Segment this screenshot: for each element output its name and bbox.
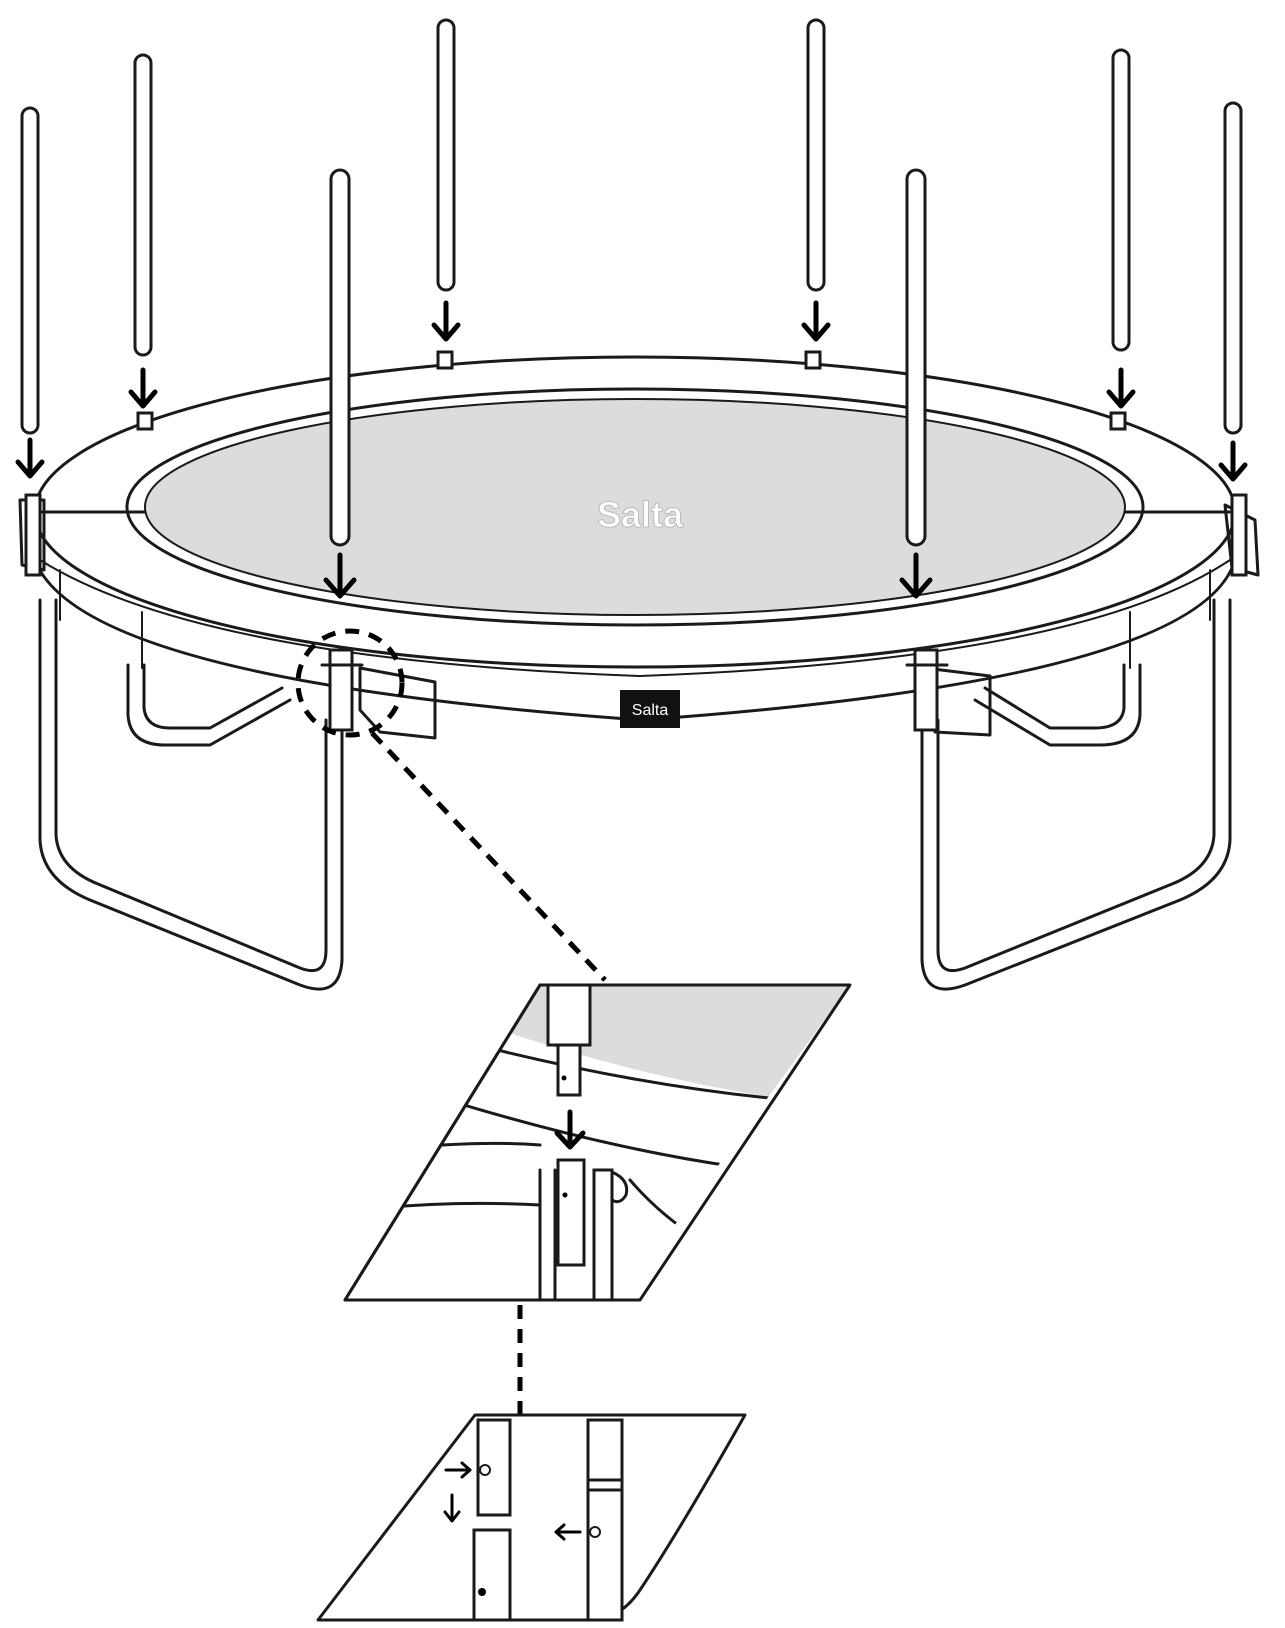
detail-view-pin-alignment <box>316 1413 747 1622</box>
pad-brand-label: Salta <box>620 690 680 728</box>
pole-sockets <box>24 350 1248 732</box>
trampoline-legs <box>38 598 1232 991</box>
trampoline-frame <box>33 355 1237 722</box>
mat-logo: Salta <box>597 494 684 535</box>
jumping-mat <box>144 398 1126 616</box>
detail-view-pole-insertion <box>343 983 852 1302</box>
callout-circle <box>295 628 405 738</box>
callout-leader-line <box>370 731 607 982</box>
down-arrow-icon <box>15 300 1248 599</box>
enclosure-poles <box>20 18 1243 547</box>
pad-brand-text: Salta <box>632 702 669 719</box>
